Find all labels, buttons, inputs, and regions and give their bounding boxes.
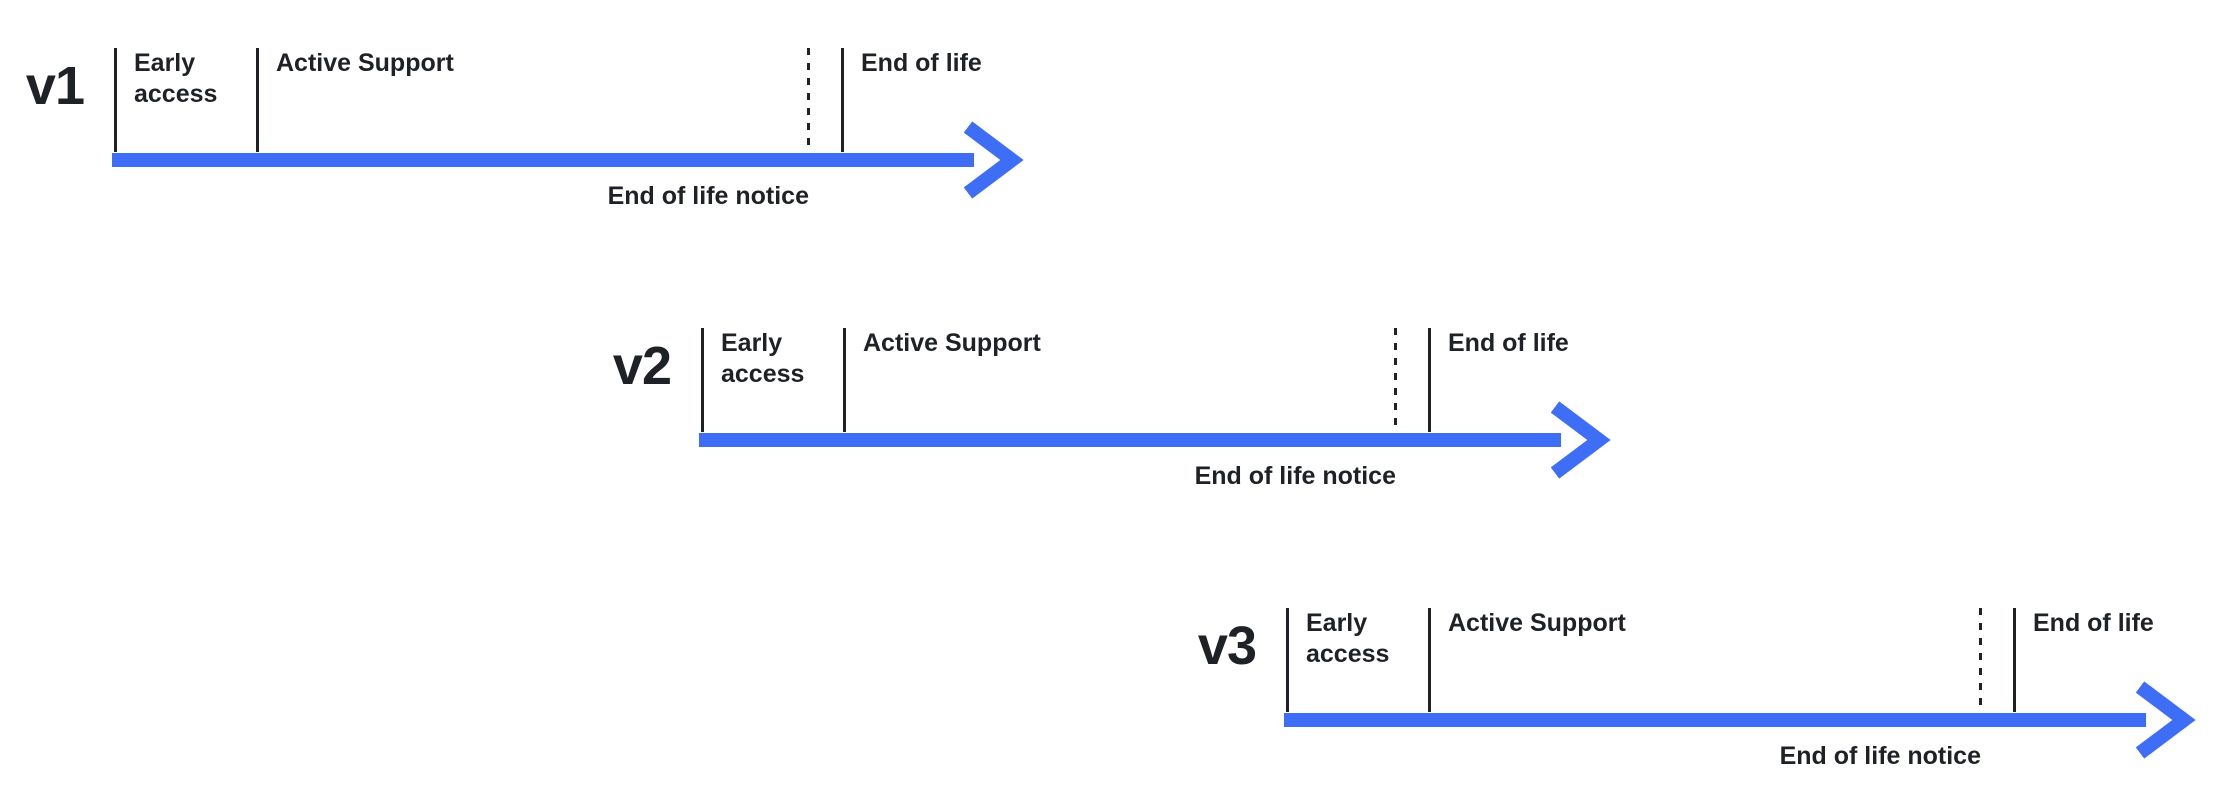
active-support-label: Active Support — [1448, 609, 1626, 637]
timeline-arrow-icon — [1284, 681, 2196, 759]
early-access-label: Early access — [134, 49, 218, 108]
early-access-label: Early access — [721, 329, 805, 388]
arrow-head — [1550, 401, 1611, 479]
active-support-label: Active Support — [863, 329, 1041, 357]
eol-notice-dashed-line — [807, 48, 810, 148]
timeline-v3: v3 Early access Active Support End of li… — [1198, 608, 2206, 812]
timeline-v1: v1 Early access Active Support End of li… — [26, 48, 1034, 278]
end-of-life-label: End of life — [2033, 609, 2154, 637]
end-of-life-tick — [1428, 328, 1431, 432]
end-of-life-notice-label: End of life notice — [607, 182, 809, 210]
timeline-arrow-icon — [112, 121, 1024, 199]
timeline-v2: v2 Early access Active Support End of li… — [613, 328, 1621, 558]
early-access-start-tick — [114, 48, 117, 152]
early-access-start-tick — [1286, 608, 1289, 712]
end-of-life-tick — [841, 48, 844, 152]
timeline-arrow-icon — [699, 401, 1611, 479]
active-support-start-tick — [843, 328, 846, 432]
end-of-life-tick — [2013, 608, 2016, 712]
end-of-life-label: End of life — [861, 49, 982, 77]
early-access-start-tick — [701, 328, 704, 432]
version-label-v1: v1 — [25, 56, 85, 116]
active-support-start-tick — [1428, 608, 1431, 712]
end-of-life-label: End of life — [1448, 329, 1569, 357]
eol-notice-dashed-line — [1394, 328, 1397, 428]
active-support-start-tick — [256, 48, 259, 152]
arrow-head — [2135, 681, 2196, 759]
early-access-label: Early access — [1306, 609, 1390, 668]
active-support-label: Active Support — [276, 49, 454, 77]
eol-notice-dashed-line — [1979, 608, 1982, 708]
end-of-life-notice-label: End of life notice — [1194, 462, 1396, 490]
version-label-v2: v2 — [612, 336, 672, 396]
version-label-v3: v3 — [1197, 616, 1257, 676]
end-of-life-notice-label: End of life notice — [1779, 742, 1981, 770]
arrow-head — [963, 121, 1024, 199]
